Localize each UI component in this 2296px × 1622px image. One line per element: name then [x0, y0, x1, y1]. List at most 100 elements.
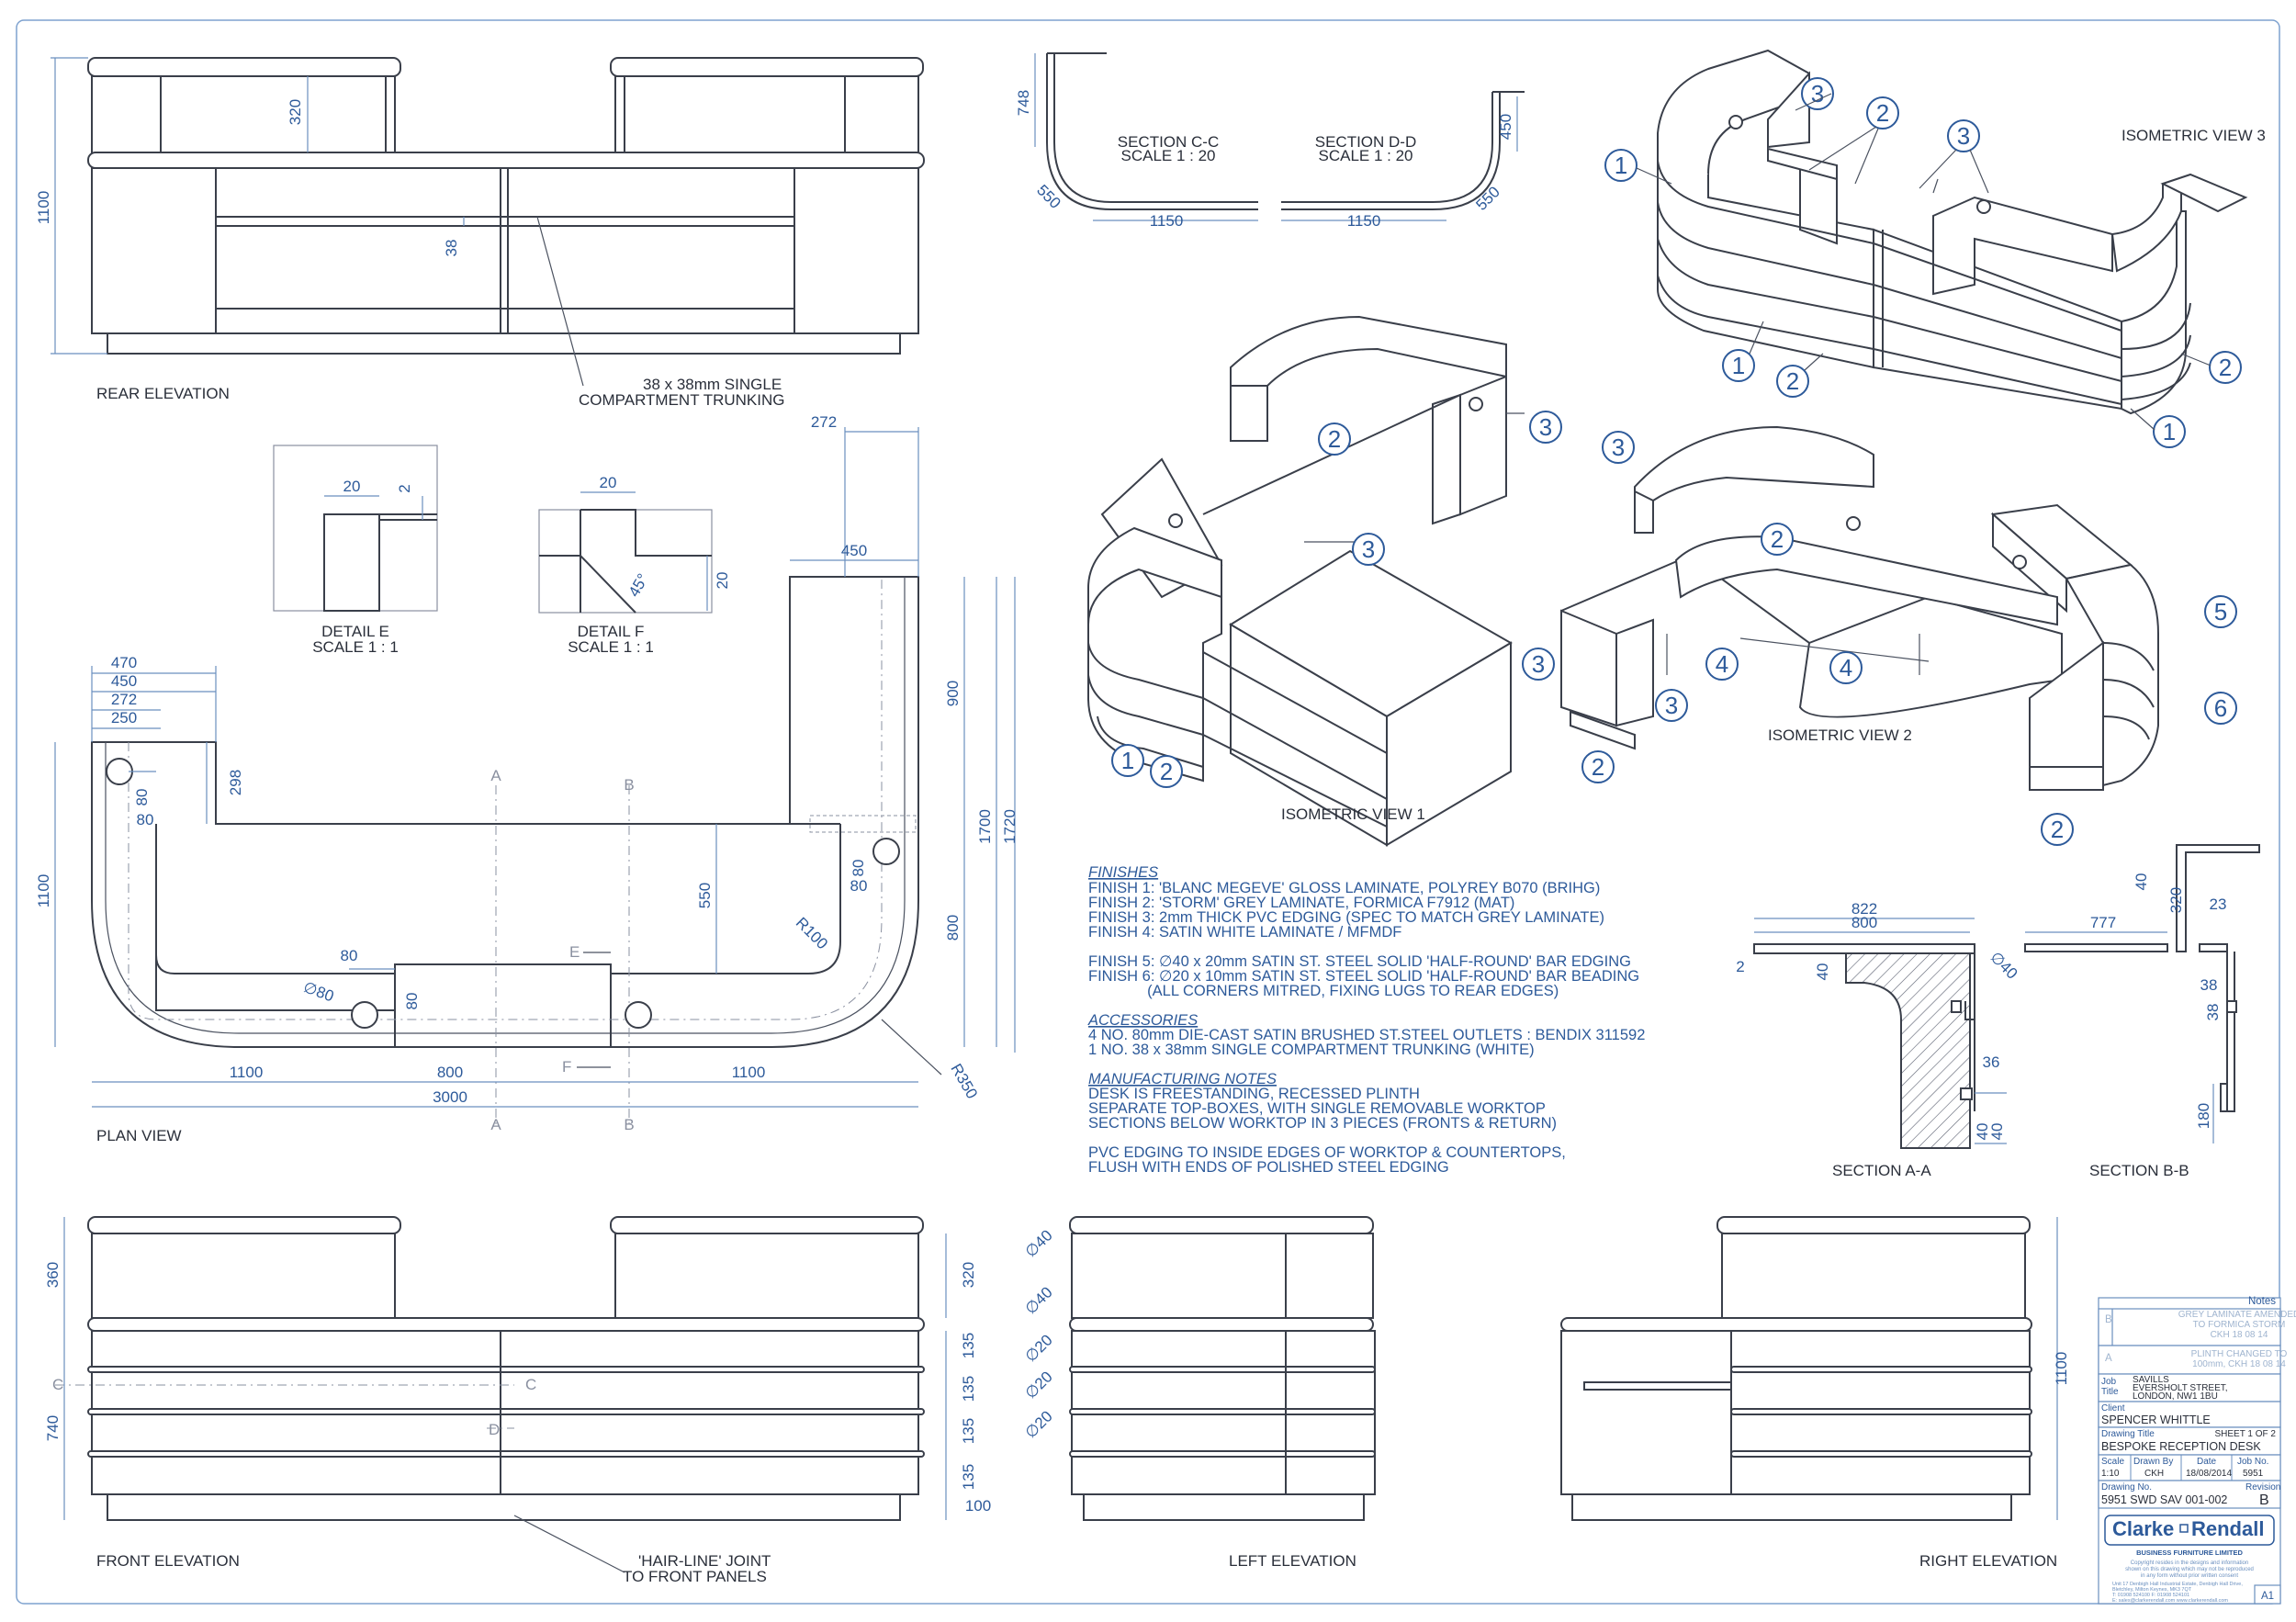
dim-plan-900: 900	[944, 681, 962, 706]
iso3-callout-1-left: 1	[1615, 152, 1627, 179]
tb-client: SPENCER WHITTLE	[2101, 1414, 2211, 1426]
tb-date: 18/08/2014	[2186, 1469, 2232, 1479]
dim-plan-80f: 80	[403, 993, 421, 1010]
tb-job-title-3: LONDON, NW1 1BU	[2133, 1391, 2218, 1402]
tb-rev-b-letter: B	[2105, 1314, 2112, 1325]
section-dd-scale: SCALE 1 : 20	[1318, 147, 1412, 164]
iso1-title: ISOMETRIC VIEW 1	[1281, 805, 1425, 823]
tb-brand-right: Rendall	[2191, 1517, 2264, 1540]
dim-plan-r350: R350	[947, 1061, 981, 1102]
iso3-callout-2-bottom: 2	[1786, 367, 1799, 395]
tb-job-label-2: Title	[2101, 1387, 2119, 1397]
detail-mark-e: E	[569, 943, 580, 961]
dim-sb-40: 40	[2133, 873, 2150, 891]
sections-cc-dd: 748 550 1150 SECTION C-C SCALE 1 : 20 45…	[1015, 52, 1525, 230]
right-elevation-title: RIGHT ELEVATION	[1919, 1552, 2057, 1570]
tb-scale-label: Scale	[2101, 1457, 2124, 1467]
isometric-view-1	[1087, 315, 1525, 847]
tb-scale: 1:10	[2101, 1469, 2120, 1479]
tb-revision-label: Revision	[2245, 1482, 2280, 1492]
manufacturing-3: SECTIONS BELOW WORKTOP IN 3 PIECES (FRON…	[1088, 1115, 1557, 1132]
finish-2: FINISH 2: 'STORM' GREY LAMINATE, FORMICA…	[1088, 895, 1514, 911]
dim-cc-748: 748	[1015, 90, 1032, 116]
tb-job-label-1: Job	[2101, 1377, 2117, 1387]
tb-notes-label: Notes	[2248, 1296, 2276, 1307]
dim-plan-272-top: 272	[811, 413, 837, 431]
dim-cc-550: 550	[1033, 181, 1064, 211]
dim-cc-1150: 1150	[1150, 212, 1184, 230]
iso2-callouts: 3 2 3 4 4 3 5 6 2 2	[1522, 431, 2237, 846]
front-elevation: C C D 360 740 320 135 135 135 135 100 'H…	[44, 1216, 991, 1585]
tb-date-label: Date	[2197, 1457, 2217, 1467]
dim-plan-80e: 80	[341, 947, 358, 964]
iso3-title: ISOMETRIC VIEW 3	[2122, 127, 2266, 144]
iso3-callout-2-right: 2	[2219, 354, 2232, 381]
section-b-b: 777 40 320 23 38 38 180 SECTION B-B	[2024, 844, 2260, 1179]
dim-sb-38b: 38	[2204, 1004, 2222, 1021]
left-elevation: ∅40 ∅40 ∅20 ∅20 ∅20 LEFT ELEVATION	[1021, 1216, 1376, 1570]
iso2-callout-2-left: 2	[1592, 753, 1604, 781]
dim-sa-2: 2	[1736, 958, 1744, 975]
dim-sb-180: 180	[2195, 1103, 2212, 1129]
dim-plan-272: 272	[111, 691, 137, 708]
dim-plan-800: 800	[437, 1064, 463, 1081]
iso2-callout-6: 6	[2214, 694, 2227, 722]
section-mark-b-bottom: B	[624, 1116, 634, 1133]
dim-plan-450-top: 450	[841, 542, 867, 559]
tb-sheet: SHEET 1 OF 2	[2214, 1429, 2276, 1439]
tb-brand-square-icon	[2179, 1524, 2189, 1533]
detail-mark-f: F	[562, 1058, 571, 1076]
joint-label-2: TO FRONT PANELS	[623, 1568, 767, 1585]
iso2-callout-3-bottom: 3	[1665, 692, 1678, 719]
iso2-callout-2-center: 2	[1771, 525, 1784, 553]
trunking-label-2: COMPARTMENT TRUNKING	[579, 391, 784, 409]
dim-plan-1700: 1700	[976, 809, 994, 844]
tb-rev-a-line1: PLINTH CHANGED TO	[2191, 1349, 2288, 1359]
iso3-callouts: 3 2 3 1 1 2 2 1	[1604, 77, 2242, 448]
manufacturing-5: FLUSH WITH ENDS OF POLISHED STEEL EDGING	[1088, 1159, 1449, 1176]
dim-front-100: 100	[965, 1497, 991, 1515]
finish-4: FINISH 4: SATIN WHITE LAMINATE / MFMDF	[1088, 924, 1401, 941]
section-mark-a-top: A	[490, 767, 501, 784]
dim-plan-80a: 80	[133, 789, 151, 806]
iso2-callout-5: 5	[2214, 598, 2227, 625]
section-mark-b-top: B	[624, 776, 634, 794]
tb-drawn-label: Drawn By	[2133, 1457, 2173, 1467]
accessory-2: 1 NO. 38 x 38mm SINGLE COMPARTMENT TRUNK…	[1088, 1042, 1535, 1058]
dim-rear-1100: 1100	[35, 191, 52, 225]
dim-sa-40b: 40	[1974, 1123, 1991, 1141]
dim-front-360: 360	[44, 1262, 62, 1288]
iso2-callout-2-bottom: 2	[2051, 816, 2064, 843]
tb-address-1: Unit 17 Denbigh Hall Industrial Estate, …	[2112, 1582, 2243, 1587]
rear-elevation-title: REAR ELEVATION	[96, 385, 230, 402]
finish-1: FINISH 1: 'BLANC MEGEVE' GLOSS LAMINATE,…	[1088, 880, 1600, 896]
section-bb-title: SECTION B-B	[2089, 1162, 2189, 1179]
iso2-title: ISOMETRIC VIEW 2	[1768, 727, 1912, 744]
tb-rev-b-line2: TO FORMICA STORM	[2193, 1320, 2286, 1330]
rear-elevation: 1100 320 38 38 x 38mm SINGLE COMPARTMENT…	[35, 57, 925, 409]
manufacturing-1: DESK IS FREESTANDING, RECESSED PLINTH	[1088, 1086, 1420, 1102]
dim-plan-80b: 80	[137, 811, 154, 828]
section-mark-c-right: C	[525, 1376, 536, 1393]
dim-plan-1100a: 1100	[230, 1064, 264, 1081]
finishes-title: FINISHES	[1088, 864, 1158, 881]
dim-plan-80d: 80	[850, 877, 868, 895]
iso2-callout-3-top: 3	[1612, 434, 1625, 461]
tb-rev-a-line2: 100mm, CKH 18 08 14	[2192, 1359, 2286, 1369]
finish-3: FINISH 3: 2mm THICK PVC EDGING (SPEC TO …	[1088, 909, 1604, 926]
iso1-callout-1: 1	[1121, 747, 1134, 774]
tb-rev-a-letter: A	[2105, 1353, 2112, 1364]
dim-df-20a: 20	[600, 474, 617, 491]
dim-rear-320: 320	[287, 99, 304, 125]
plan-view: A B A B E F 470 450 272 250 298 80 80 27…	[35, 413, 1019, 1144]
dim-sa-d40: ∅40	[1986, 948, 2020, 982]
detail-f-title: DETAIL F	[578, 623, 645, 640]
iso3-callout-1-right: 1	[2163, 418, 2176, 445]
manufacturing-2: SEPARATE TOP-BOXES, WITH SINGLE REMOVABL…	[1088, 1100, 1546, 1117]
dim-plan-1100b: 1100	[732, 1064, 766, 1081]
dim-dd-450: 450	[1497, 114, 1514, 140]
dim-front-135c: 135	[960, 1418, 977, 1444]
tb-copyright-1: Copyright resides in the designs and inf…	[2131, 1560, 2248, 1566]
tb-job-no-label: Job No.	[2237, 1457, 2268, 1467]
